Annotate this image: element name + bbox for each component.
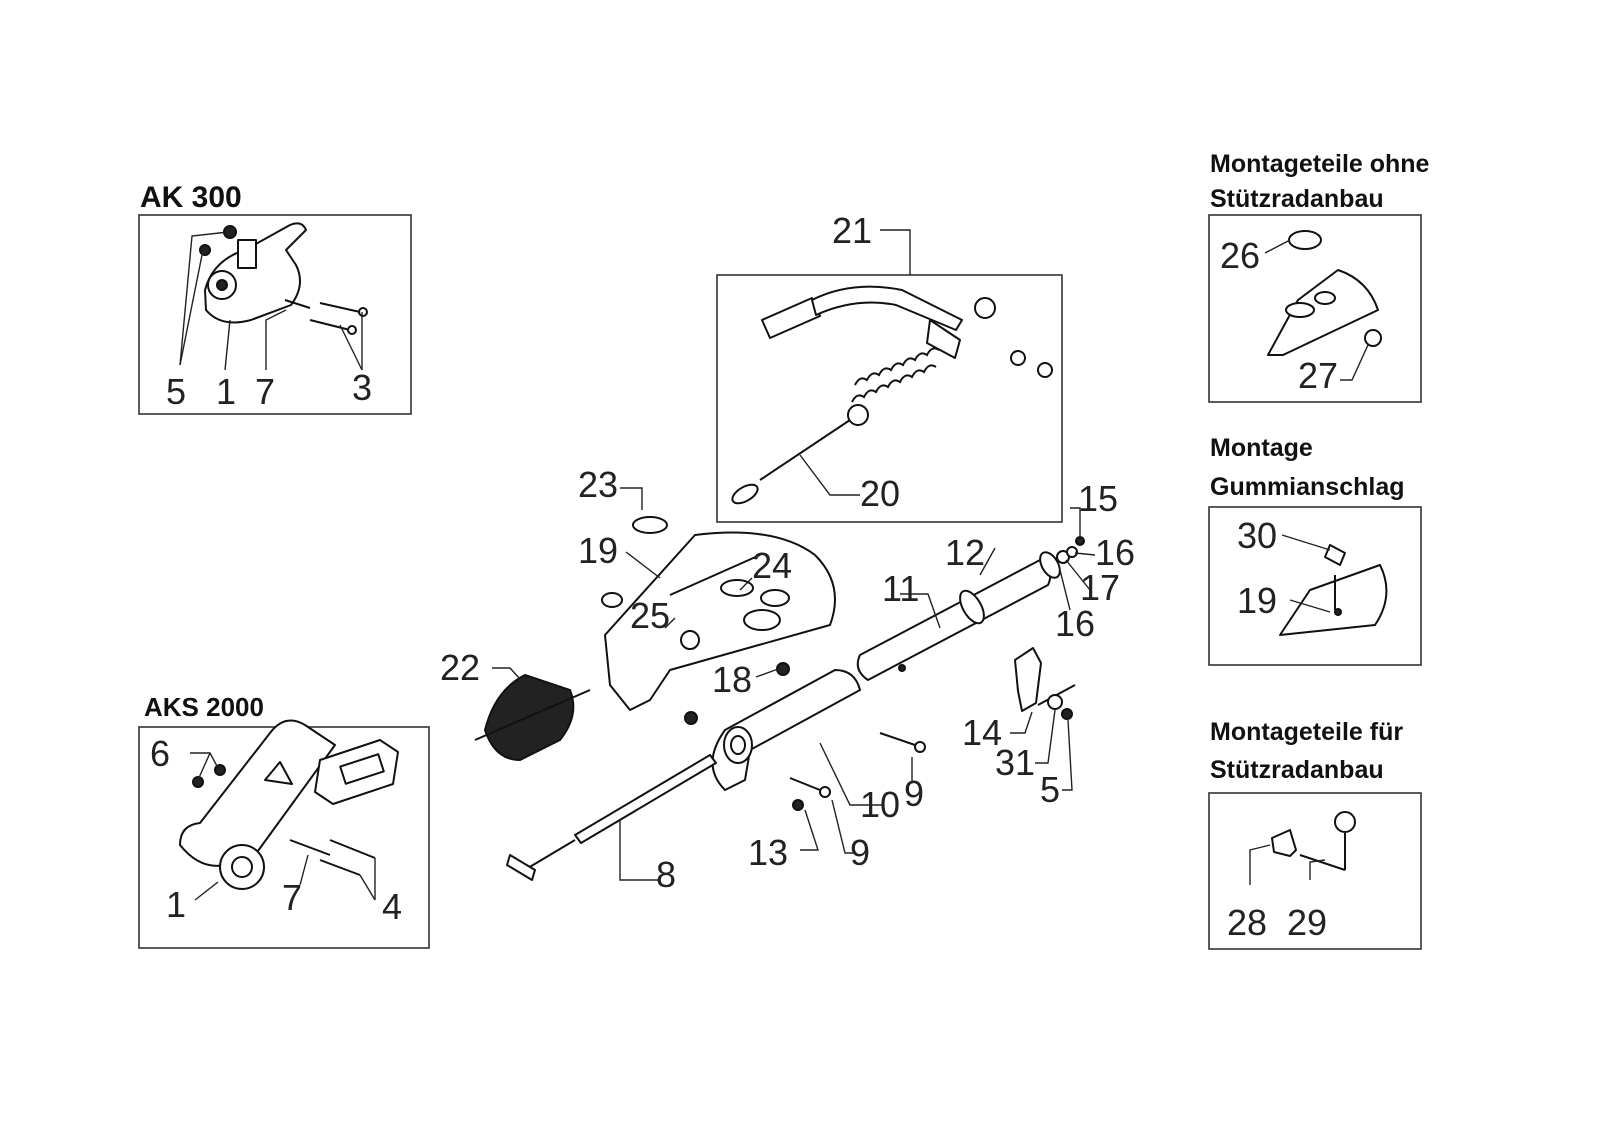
main-label: 17 [1080,567,1120,608]
ak300-title: AK 300 [140,181,242,214]
main-label: 18 [712,659,752,700]
ohne-plate-drawing [1267,230,1382,356]
main-label: 11 [882,568,919,609]
main-label: 31 [995,742,1035,783]
drawbar-tube-drawing [856,536,1085,681]
main-label: 15 [1078,478,1118,519]
section-main-assembly: 21 20 23 19 24 25 22 18 [440,210,1135,895]
fuer-parts-drawing [1271,811,1356,871]
main-label: 20 [860,473,900,514]
lever-drawing [1014,647,1076,720]
fuer-title-line1: Montageteile für [1210,718,1403,746]
section-montage-ohne: Montageteile ohne Stützradanbau 26 27 [1208,150,1430,403]
ak300-label: 1 [216,371,236,412]
aks2000-coupling-drawing [179,719,399,890]
aks2000-label: 4 [382,886,402,927]
fuer-label: 29 [1287,902,1327,943]
ak300-label: 7 [255,371,275,412]
cover-plate-drawing [601,516,836,711]
ohne-title-line1: Montageteile ohne [1210,150,1430,178]
ohne-box [1208,214,1422,403]
fuer-box [1208,792,1422,950]
fuer-title-line2: Stützradanbau [1210,756,1384,784]
aks2000-label: 1 [166,884,186,925]
main-label: 5 [1040,769,1060,810]
fuer-label: 28 [1227,902,1267,943]
section-montage-gummi: Montage Gummianschlag 30 19 [1208,434,1422,666]
main-label: 16 [1055,603,1095,644]
main-label: 16 [1095,532,1135,573]
ohne-label: 27 [1298,355,1338,396]
handbrake-box [716,274,1063,523]
main-label: 24 [752,545,792,586]
section-ak300: AK 300 5 1 7 3 [138,181,412,415]
section-montage-fuer: Montageteile für Stützradanbau 28 29 [1208,718,1422,950]
main-label: 14 [962,712,1002,753]
main-label: 13 [748,832,788,873]
ak300-label: 3 [352,367,372,408]
main-label: 9 [850,832,870,873]
ak300-box [138,214,412,415]
handbrake-lever-drawing [731,285,1053,505]
push-rod-drawing [506,754,717,881]
main-label: 12 [945,532,985,573]
main-label: 8 [656,854,676,895]
gummi-bracket-drawing [1279,544,1388,636]
bellows-drawing [474,673,591,762]
main-label: 10 [860,784,900,825]
section-aks2000: AKS 2000 6 1 7 4 [138,692,430,949]
aks2000-label: 7 [282,877,302,918]
main-label: 25 [630,595,670,636]
ak300-label: 5 [166,371,186,412]
main-label: 19 [578,530,618,571]
aks2000-label: 6 [150,733,170,774]
aks2000-title: AKS 2000 [144,692,264,722]
main-label: 22 [440,647,480,688]
ohne-label: 26 [1220,235,1260,276]
gummi-label: 30 [1237,515,1277,556]
gummi-title-line1: Montage [1210,434,1313,462]
main-label: 23 [578,464,618,505]
gummi-label: 19 [1237,580,1277,621]
gummi-box [1208,506,1422,666]
ohne-title-line2: Stützradanbau [1210,185,1384,213]
drawbar-housing-drawing [711,669,926,811]
ak300-coupling-drawing [199,222,368,335]
gummi-title-line2: Gummianschlag [1210,473,1405,501]
main-label: 9 [904,773,924,814]
main-label: 21 [832,210,872,251]
